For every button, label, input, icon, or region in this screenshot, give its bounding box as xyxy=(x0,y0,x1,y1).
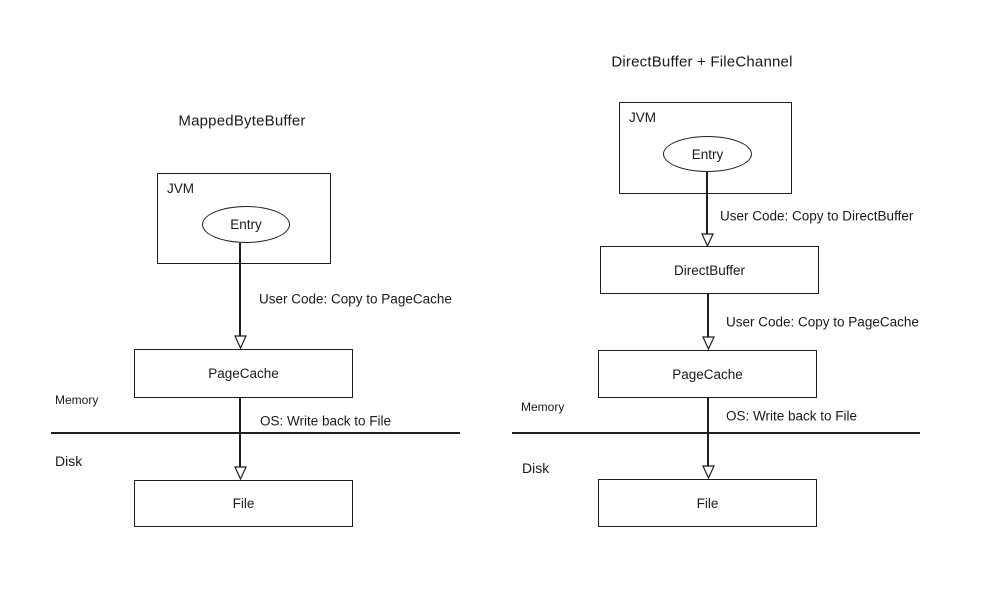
left-file-label: File xyxy=(232,496,255,511)
arrow-shaft xyxy=(707,398,709,469)
left-jvm-label: JVM xyxy=(167,181,194,196)
right-pagecache-box: PageCache xyxy=(598,350,817,398)
left-disk-label: Disk xyxy=(55,453,83,469)
right-copy-to-directbuffer-label: User Code: Copy to DirectBuffer xyxy=(720,208,914,224)
arrow-shaft xyxy=(707,294,709,340)
arrow-shaft xyxy=(239,243,241,339)
right-file-box: File xyxy=(598,479,817,527)
left-memory-label: Memory xyxy=(55,393,99,407)
left-diagram-title: MappedByteBuffer xyxy=(178,112,306,130)
right-arrow-pagecache-to-file xyxy=(701,398,715,479)
right-directbuffer-label: DirectBuffer xyxy=(673,262,746,278)
right-jvm-label: JVM xyxy=(629,110,656,125)
arrowhead-down-icon xyxy=(701,336,715,350)
right-arrow-directbuffer-to-pagecache xyxy=(701,294,715,350)
right-pagecache-label: PageCache xyxy=(672,366,743,382)
right-disk-label: Disk xyxy=(522,460,550,476)
left-arrow-pagecache-to-file xyxy=(233,398,247,480)
left-pagecache-box: PageCache xyxy=(134,349,353,398)
right-directbuffer-box: DirectBuffer xyxy=(600,246,819,294)
left-entry-label: Entry xyxy=(230,217,262,232)
arrow-shaft xyxy=(706,172,708,237)
right-file-label: File xyxy=(696,495,719,511)
left-arrow-entry-to-pagecache xyxy=(233,243,247,349)
right-entry-ellipse: Entry xyxy=(663,136,752,172)
left-pagecache-label: PageCache xyxy=(208,366,279,381)
right-memory-label: Memory xyxy=(521,400,565,414)
left-copy-to-pagecache-label: User Code: Copy to PageCache xyxy=(259,291,452,307)
arrow-shaft xyxy=(239,398,241,470)
arrowhead-down-icon xyxy=(700,233,714,247)
arrowhead-down-icon xyxy=(701,465,715,479)
arrowhead-down-icon xyxy=(233,335,247,349)
left-memory-disk-separator xyxy=(51,432,460,434)
right-arrow-entry-to-directbuffer xyxy=(700,172,714,247)
right-memory-disk-separator xyxy=(512,432,920,434)
right-diagram-title: DirectBuffer + FileChannel xyxy=(611,53,793,71)
left-entry-ellipse: Entry xyxy=(202,206,290,243)
left-os-writeback-label: OS: Write back to File xyxy=(260,413,392,429)
arrowhead-down-icon xyxy=(233,466,247,480)
right-os-writeback-label: OS: Write back to File xyxy=(726,408,858,424)
right-entry-label: Entry xyxy=(691,146,724,162)
right-copy-to-pagecache-label: User Code: Copy to PageCache xyxy=(726,314,919,330)
left-file-box: File xyxy=(134,480,353,527)
